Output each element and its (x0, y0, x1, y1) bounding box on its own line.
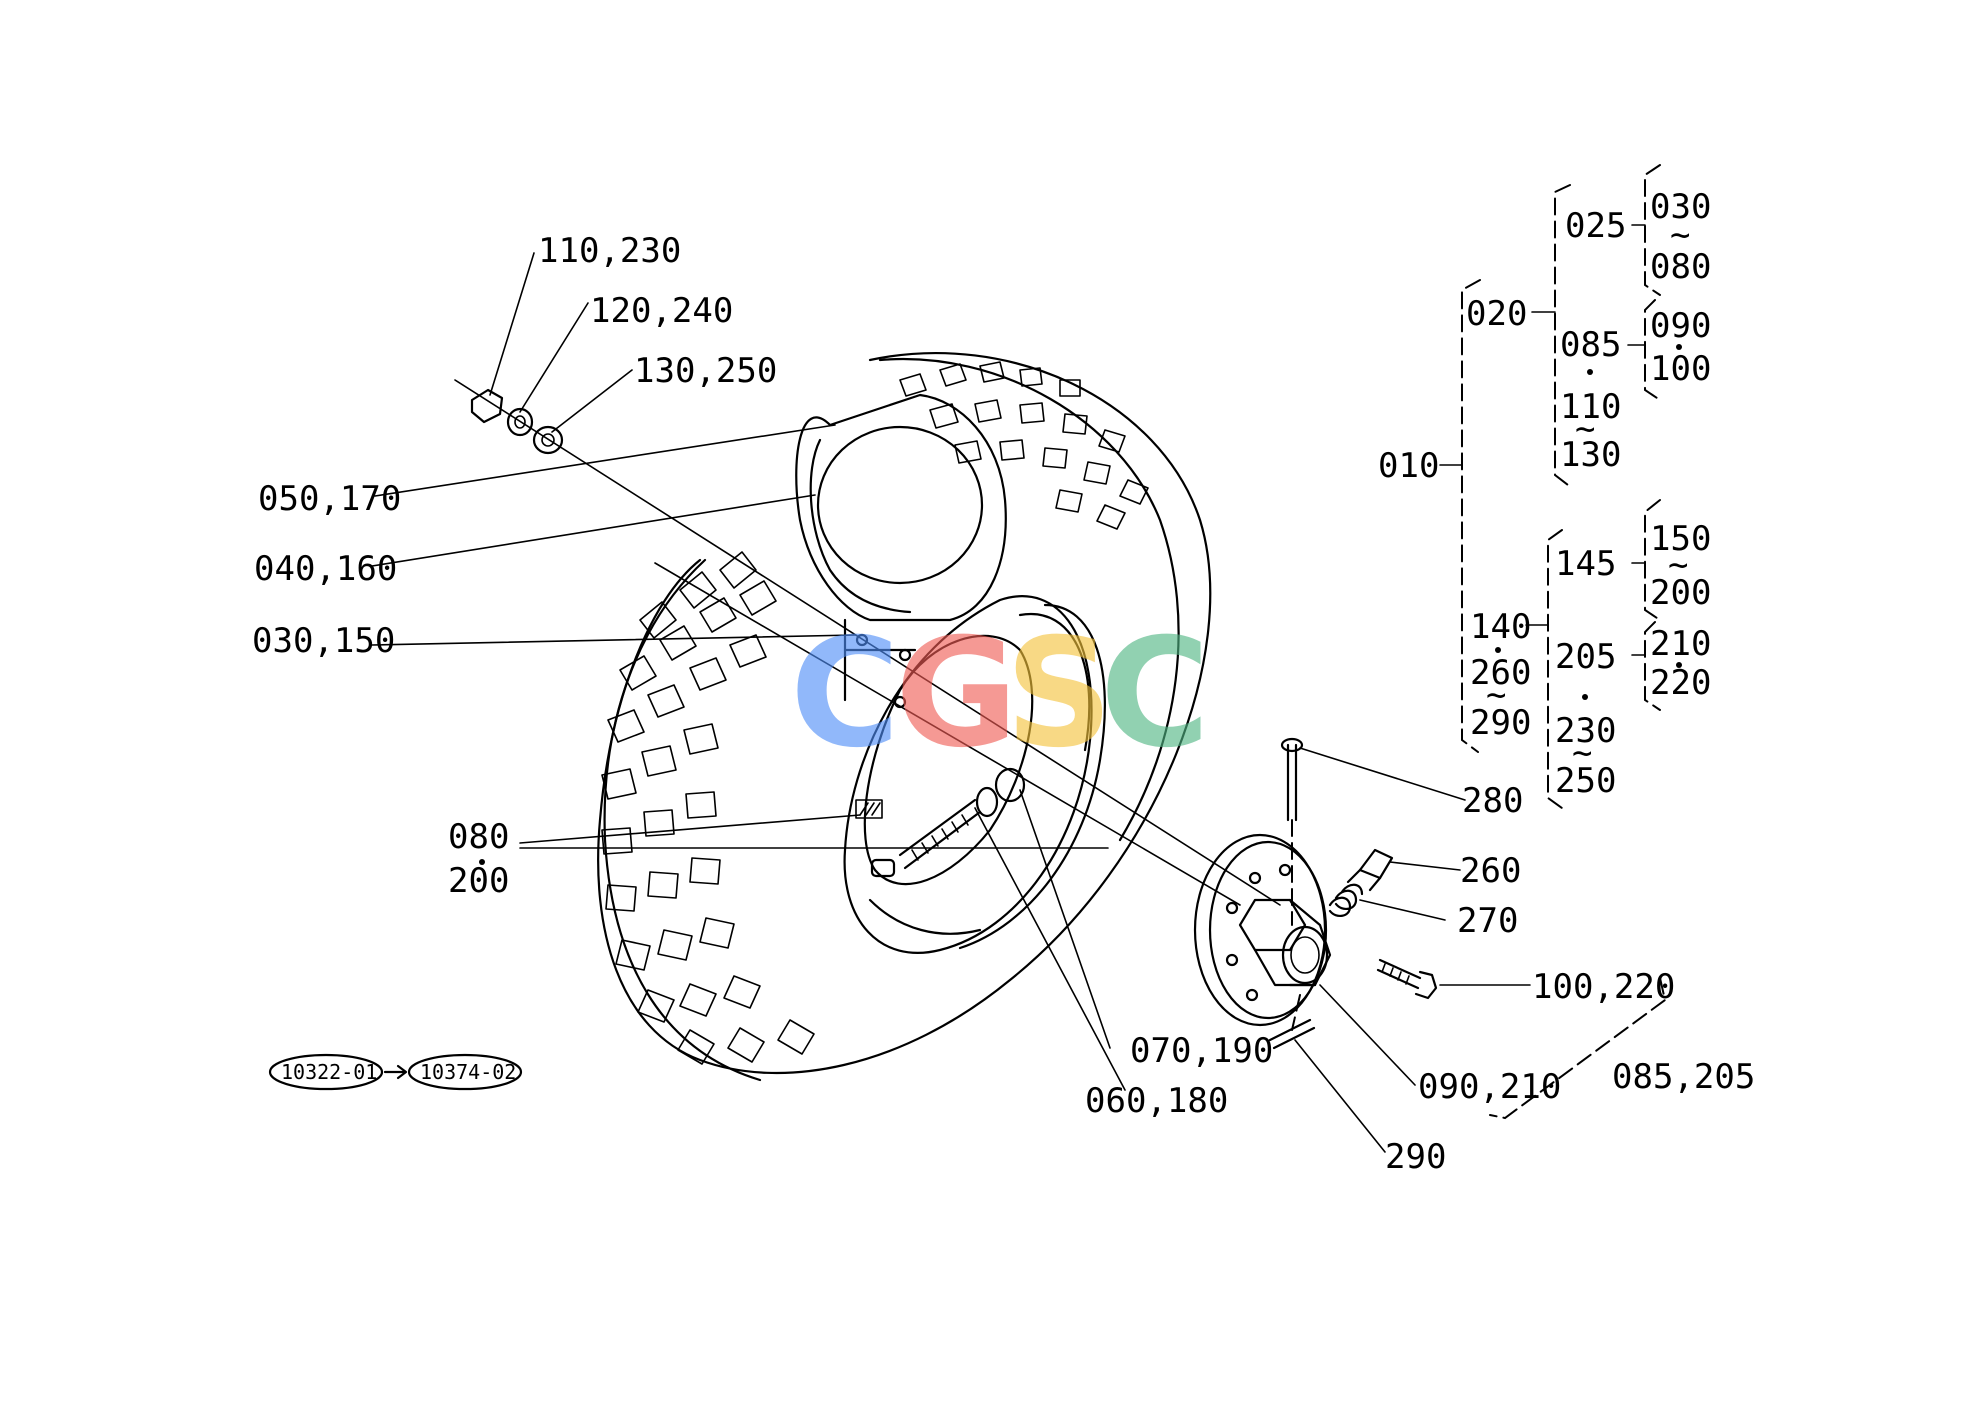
tree-020: 020 (1466, 294, 1527, 334)
code-to: 10374-02 (420, 1060, 516, 1084)
code-to-oval (407, 1053, 523, 1091)
tree-100: 100 (1650, 349, 1711, 389)
label-085-205: 085,205 (1612, 1057, 1755, 1097)
tree-145: 145 (1555, 544, 1616, 584)
label-030-150: 030,150 (252, 621, 395, 661)
label-130-250: 130,250 (634, 351, 777, 391)
label-070-190: 070,190 (1130, 1031, 1273, 1071)
tree-220: 220 (1650, 663, 1711, 703)
tree-110-130-tilde: ~ (1575, 409, 1595, 449)
watermark-letter-c1: C (790, 607, 900, 781)
watermark-letter-g: G (895, 607, 1018, 781)
tree-205-dot (1582, 694, 1588, 700)
code-from-oval (268, 1053, 384, 1091)
group-bracket-085-205 (1489, 977, 1667, 1120)
hub-assembly (1193, 737, 1438, 1050)
tree-210-dot (1676, 662, 1682, 668)
tree-150: 150 (1650, 519, 1711, 559)
label-090-210: 090,210 (1418, 1067, 1561, 1107)
cgsc-watermark: C G S C (790, 607, 1210, 781)
label-280: 280 (1462, 781, 1523, 821)
tree-140: 140 (1470, 607, 1531, 647)
tree-090-dot (1676, 344, 1682, 350)
code-arrow (383, 1064, 408, 1080)
tree-150-200-tilde: ~ (1668, 545, 1688, 585)
label-100-220: 100,220 (1532, 967, 1675, 1007)
assembly-lines (454, 379, 1281, 906)
tree-085: 085 (1560, 325, 1621, 365)
part-labels: 110,230 120,240 130,250 050,170 040,160 … (252, 231, 1755, 1177)
valve-assembly (855, 767, 1026, 878)
tree-090: 090 (1650, 306, 1711, 346)
label-120-240: 120,240 (590, 291, 733, 331)
code-from: 10322-01 (281, 1060, 377, 1084)
nuts-washers (470, 388, 564, 455)
label-040-160: 040,160 (254, 549, 397, 589)
tree-140-dot (1495, 647, 1501, 653)
tree-290: 290 (1470, 703, 1531, 743)
tree-130: 130 (1560, 435, 1621, 475)
tree-200: 200 (1650, 573, 1711, 613)
label-080-dot (479, 859, 485, 865)
tire-illustration (597, 352, 1212, 1082)
leader-lines (371, 252, 1531, 1153)
label-200: 200 (448, 861, 509, 901)
revision-codes: 10322-01 10374-02 (268, 1053, 523, 1091)
label-110-230: 110,230 (538, 231, 681, 271)
structure-tree: 010 020 025 030 ~ 080 085 090 100 110 ~ … (1378, 164, 1711, 809)
tree-210: 210 (1650, 624, 1711, 664)
tree-250: 250 (1555, 761, 1616, 801)
tree-205: 205 (1555, 637, 1616, 677)
tree-010: 010 (1378, 446, 1439, 486)
tree-230: 230 (1555, 711, 1616, 751)
watermark-letter-c2: C (1100, 607, 1210, 781)
tree-260: 260 (1470, 653, 1531, 693)
tree-110: 110 (1560, 387, 1621, 427)
label-290: 290 (1385, 1137, 1446, 1177)
tree-085-dot (1587, 369, 1593, 375)
label-050-170: 050,170 (258, 479, 401, 519)
tree-080: 080 (1650, 247, 1711, 287)
label-260: 260 (1460, 851, 1521, 891)
tree-030: 030 (1650, 187, 1711, 227)
label-270: 270 (1457, 901, 1518, 941)
watermark-letter-s: S (1005, 607, 1113, 781)
tire-cross-section (795, 393, 1007, 709)
label-060-180: 060,180 (1085, 1081, 1228, 1121)
tree-260-290-tilde: ~ (1486, 675, 1506, 715)
tree-025: 025 (1565, 206, 1626, 246)
tree-230-250-tilde: ~ (1572, 733, 1592, 773)
label-080: 080 (448, 817, 509, 857)
tree-030-080-tilde: ~ (1670, 215, 1690, 255)
